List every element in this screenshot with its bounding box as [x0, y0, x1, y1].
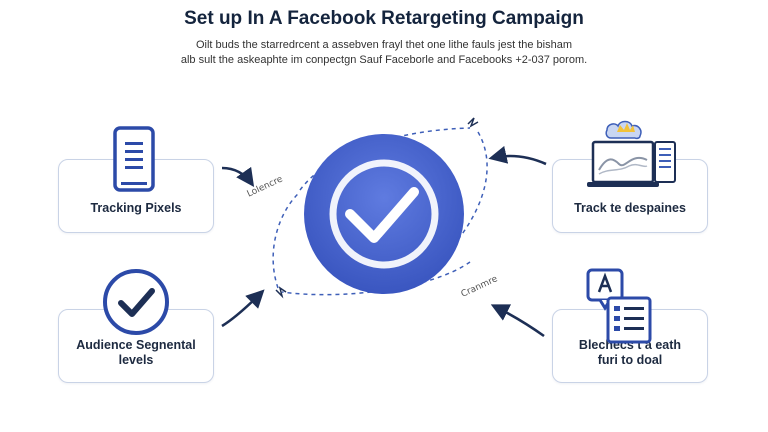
page-title: Set up In A Facebook Retargeting Campaig… — [184, 8, 584, 29]
subtitle-line-2: alb sult the askeaphte im conpectgn Sauf… — [180, 54, 588, 66]
step-label-audience-line1: Audience Segnental — [76, 338, 196, 352]
connector-label-right: Cranmre — [459, 274, 500, 300]
zigzag-top-right — [467, 117, 479, 128]
page-subtitle: Oilt buds the starredrcent a assebven fr… — [0, 38, 768, 68]
step-card-audience-segments: Audience Segnental levels — [58, 309, 214, 383]
dashed-arc-bottom — [281, 261, 471, 296]
dashed-arc-top — [299, 127, 471, 191]
document-checklist-icon — [586, 268, 652, 344]
subtitle-line-1: Oilt buds the starredrcent a assebven fr… — [195, 39, 573, 51]
connector-label-left: Lolencre — [245, 174, 285, 200]
arrow-bottom-right — [490, 304, 545, 338]
step-label-checklist-line1: Blechecs t a eath — [578, 338, 682, 352]
check-badge-icon — [304, 134, 464, 294]
dashed-arc-left — [272, 191, 301, 289]
checkmark-circle-icon — [103, 269, 169, 335]
mobile-phone-icon — [113, 126, 155, 192]
step-label-checklist-line2: furi to doal — [597, 353, 663, 367]
step-label-tracking-pixels: Tracking Pixels — [90, 201, 182, 215]
arrow-bottom-left — [221, 289, 265, 328]
step-label-track: Track te despaines — [574, 201, 686, 215]
dashed-orbit-arcs — [272, 127, 488, 296]
arrow-top-left — [221, 166, 255, 187]
laptop-chart-icon — [587, 120, 676, 187]
arrow-top-right — [488, 145, 547, 166]
step-label-audience-line2: levels — [118, 353, 154, 367]
zigzag-bottom-left — [275, 286, 287, 299]
dashed-arc-right — [439, 131, 488, 261]
